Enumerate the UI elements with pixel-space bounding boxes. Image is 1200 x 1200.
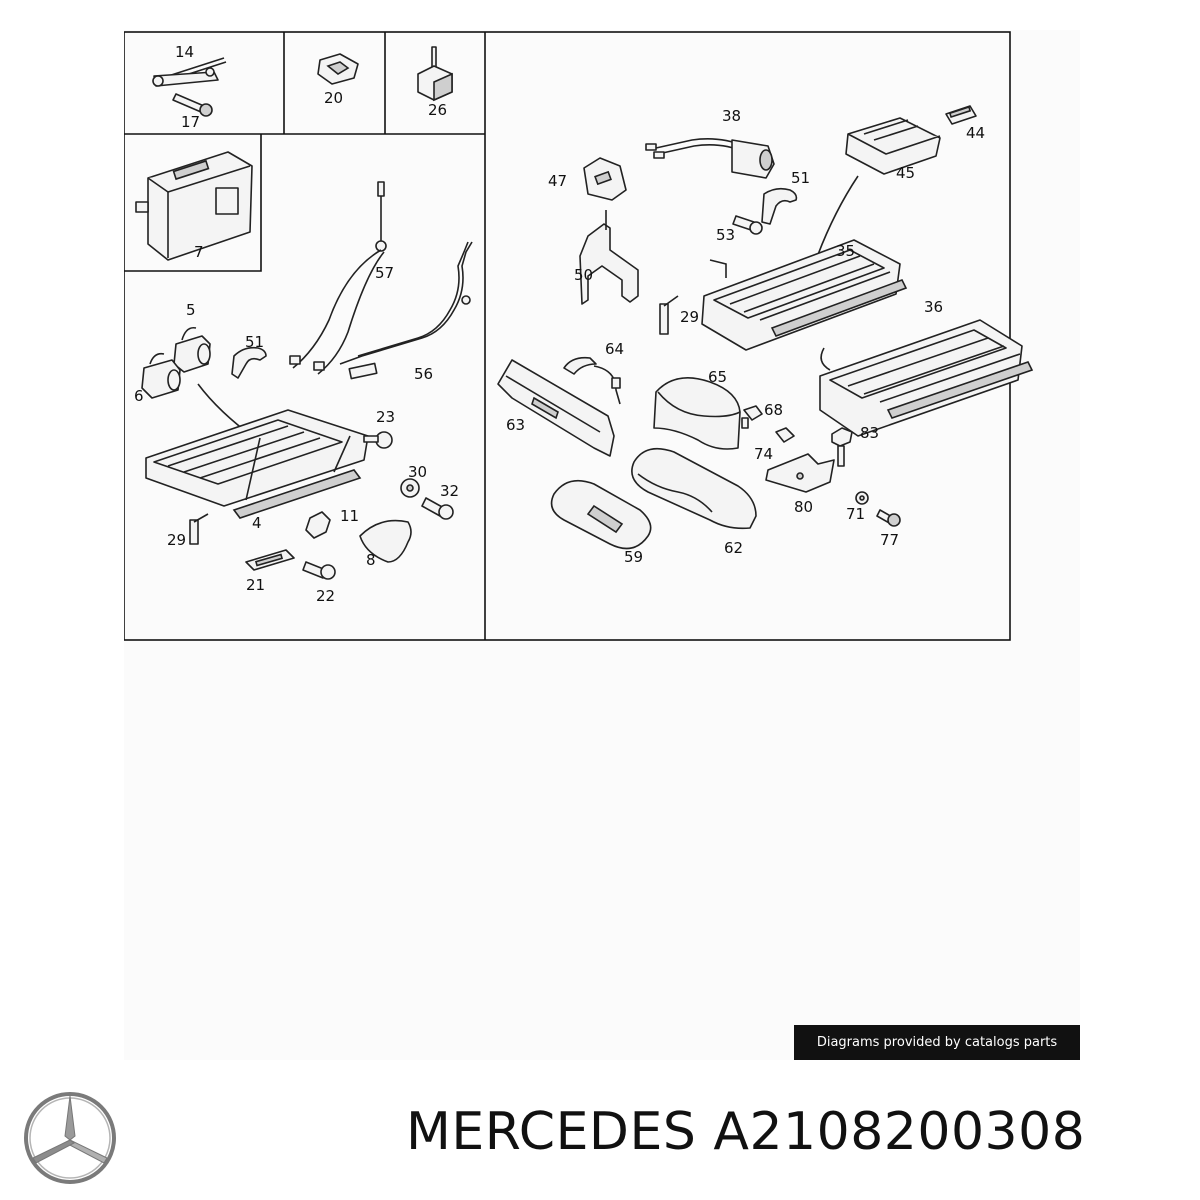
part-64-sensor: [563, 356, 621, 405]
callout-63: 63: [506, 416, 525, 434]
brand-name: MERCEDES: [406, 1102, 697, 1162]
callout-22: 22: [316, 587, 335, 605]
callout-50: 50: [574, 266, 593, 284]
callout-62: 62: [724, 539, 743, 557]
callout-65: 65: [708, 368, 727, 386]
callout-51-left: 51: [245, 333, 264, 351]
part-51-bracket-right: [761, 187, 798, 225]
part-38-heater-cable: [645, 138, 775, 179]
part-number: A2108200308: [713, 1102, 1086, 1162]
brand-part-title: MERCEDES A2108200308: [406, 1102, 1085, 1162]
part-7-control-module: [135, 151, 253, 261]
callout-59: 59: [624, 548, 643, 566]
callout-80: 80: [794, 498, 813, 516]
callout-14: 14: [175, 43, 194, 61]
part-23-screw: [363, 431, 393, 449]
diagram-frame: [124, 31, 1011, 641]
callout-29-right: 29: [680, 308, 699, 326]
part-68-clip: [741, 405, 763, 429]
callout-74: 74: [754, 445, 773, 463]
callout-26: 26: [428, 101, 447, 119]
callout-77: 77: [880, 531, 899, 549]
part-29-screw-left: [189, 513, 209, 545]
part-8-cover: [359, 519, 412, 563]
callout-38: 38: [722, 107, 741, 125]
part-6-motor: [141, 352, 181, 399]
part-5-motor: [173, 326, 211, 373]
diagram-canvas: 14 17 20 26 7 57 56: [124, 30, 1080, 1060]
part-20-clip: [317, 53, 359, 85]
part-56-cable: [339, 241, 473, 380]
callout-53: 53: [716, 226, 735, 244]
part-11-knob: [305, 511, 331, 539]
part-59-cushion: [550, 479, 652, 550]
part-53-screw: [732, 215, 763, 235]
diagram-credit-banner: Diagrams provided by catalogs parts: [794, 1025, 1080, 1060]
parts-diagram: 14 17 20 26 7 57 56: [124, 31, 1034, 641]
part-14-lever: [152, 57, 227, 87]
callout-21: 21: [246, 576, 265, 594]
part-77-screw: [876, 509, 901, 527]
callout-32: 32: [440, 482, 459, 500]
callout-17: 17: [181, 113, 200, 131]
callout-57: 57: [375, 264, 394, 282]
part-83-bolt: [831, 427, 853, 467]
callout-30: 30: [408, 463, 427, 481]
part-65-heating-mat: [653, 376, 741, 450]
module-box-frame: [124, 134, 262, 272]
callout-68: 68: [764, 401, 783, 419]
callout-71: 71: [846, 505, 865, 523]
callout-20: 20: [324, 89, 343, 107]
callout-51-right: 51: [791, 169, 810, 187]
part-29-screw-right: [659, 295, 679, 335]
part-71-nut: [855, 491, 869, 505]
callout-4: 4: [252, 514, 262, 532]
part-50-bracket: [579, 210, 639, 305]
callout-44: 44: [966, 124, 985, 142]
callout-47: 47: [548, 172, 567, 190]
part-44-connector: [945, 105, 977, 125]
part-47-switch: [583, 157, 627, 201]
part-30-washer: [400, 478, 420, 498]
part-seat-frame-left: [145, 383, 369, 519]
callout-5: 5: [186, 301, 196, 319]
callout-36: 36: [924, 298, 943, 316]
part-26-stud: [417, 46, 453, 102]
part-57-cable-harness: [289, 181, 387, 375]
callout-45: 45: [896, 164, 915, 182]
callout-64: 64: [605, 340, 624, 358]
part-51-bracket-left: [231, 346, 267, 379]
part-21-bezel: [245, 549, 295, 571]
callout-23: 23: [376, 408, 395, 426]
part-62-cushion: [631, 447, 757, 530]
part-35-seat-frame: [701, 239, 908, 351]
callout-83: 83: [860, 424, 879, 442]
mercedes-star-logo-icon: [24, 1092, 116, 1184]
callout-35: 35: [836, 242, 855, 260]
callout-29-left: 29: [167, 531, 186, 549]
part-63-cover: [497, 359, 615, 457]
callout-6: 6: [134, 387, 144, 405]
part-74-clip: [775, 427, 795, 443]
part-22-screw: [302, 561, 336, 580]
part-45-module: [801, 117, 941, 305]
callout-11: 11: [340, 507, 359, 525]
callout-7: 7: [194, 243, 204, 261]
callout-8: 8: [366, 551, 376, 569]
callout-56: 56: [414, 365, 433, 383]
part-32-screw: [421, 497, 454, 520]
part-80-bracket: [765, 453, 835, 493]
part-17-screw: [172, 93, 213, 117]
part-36-seat-frame: [819, 319, 1034, 437]
